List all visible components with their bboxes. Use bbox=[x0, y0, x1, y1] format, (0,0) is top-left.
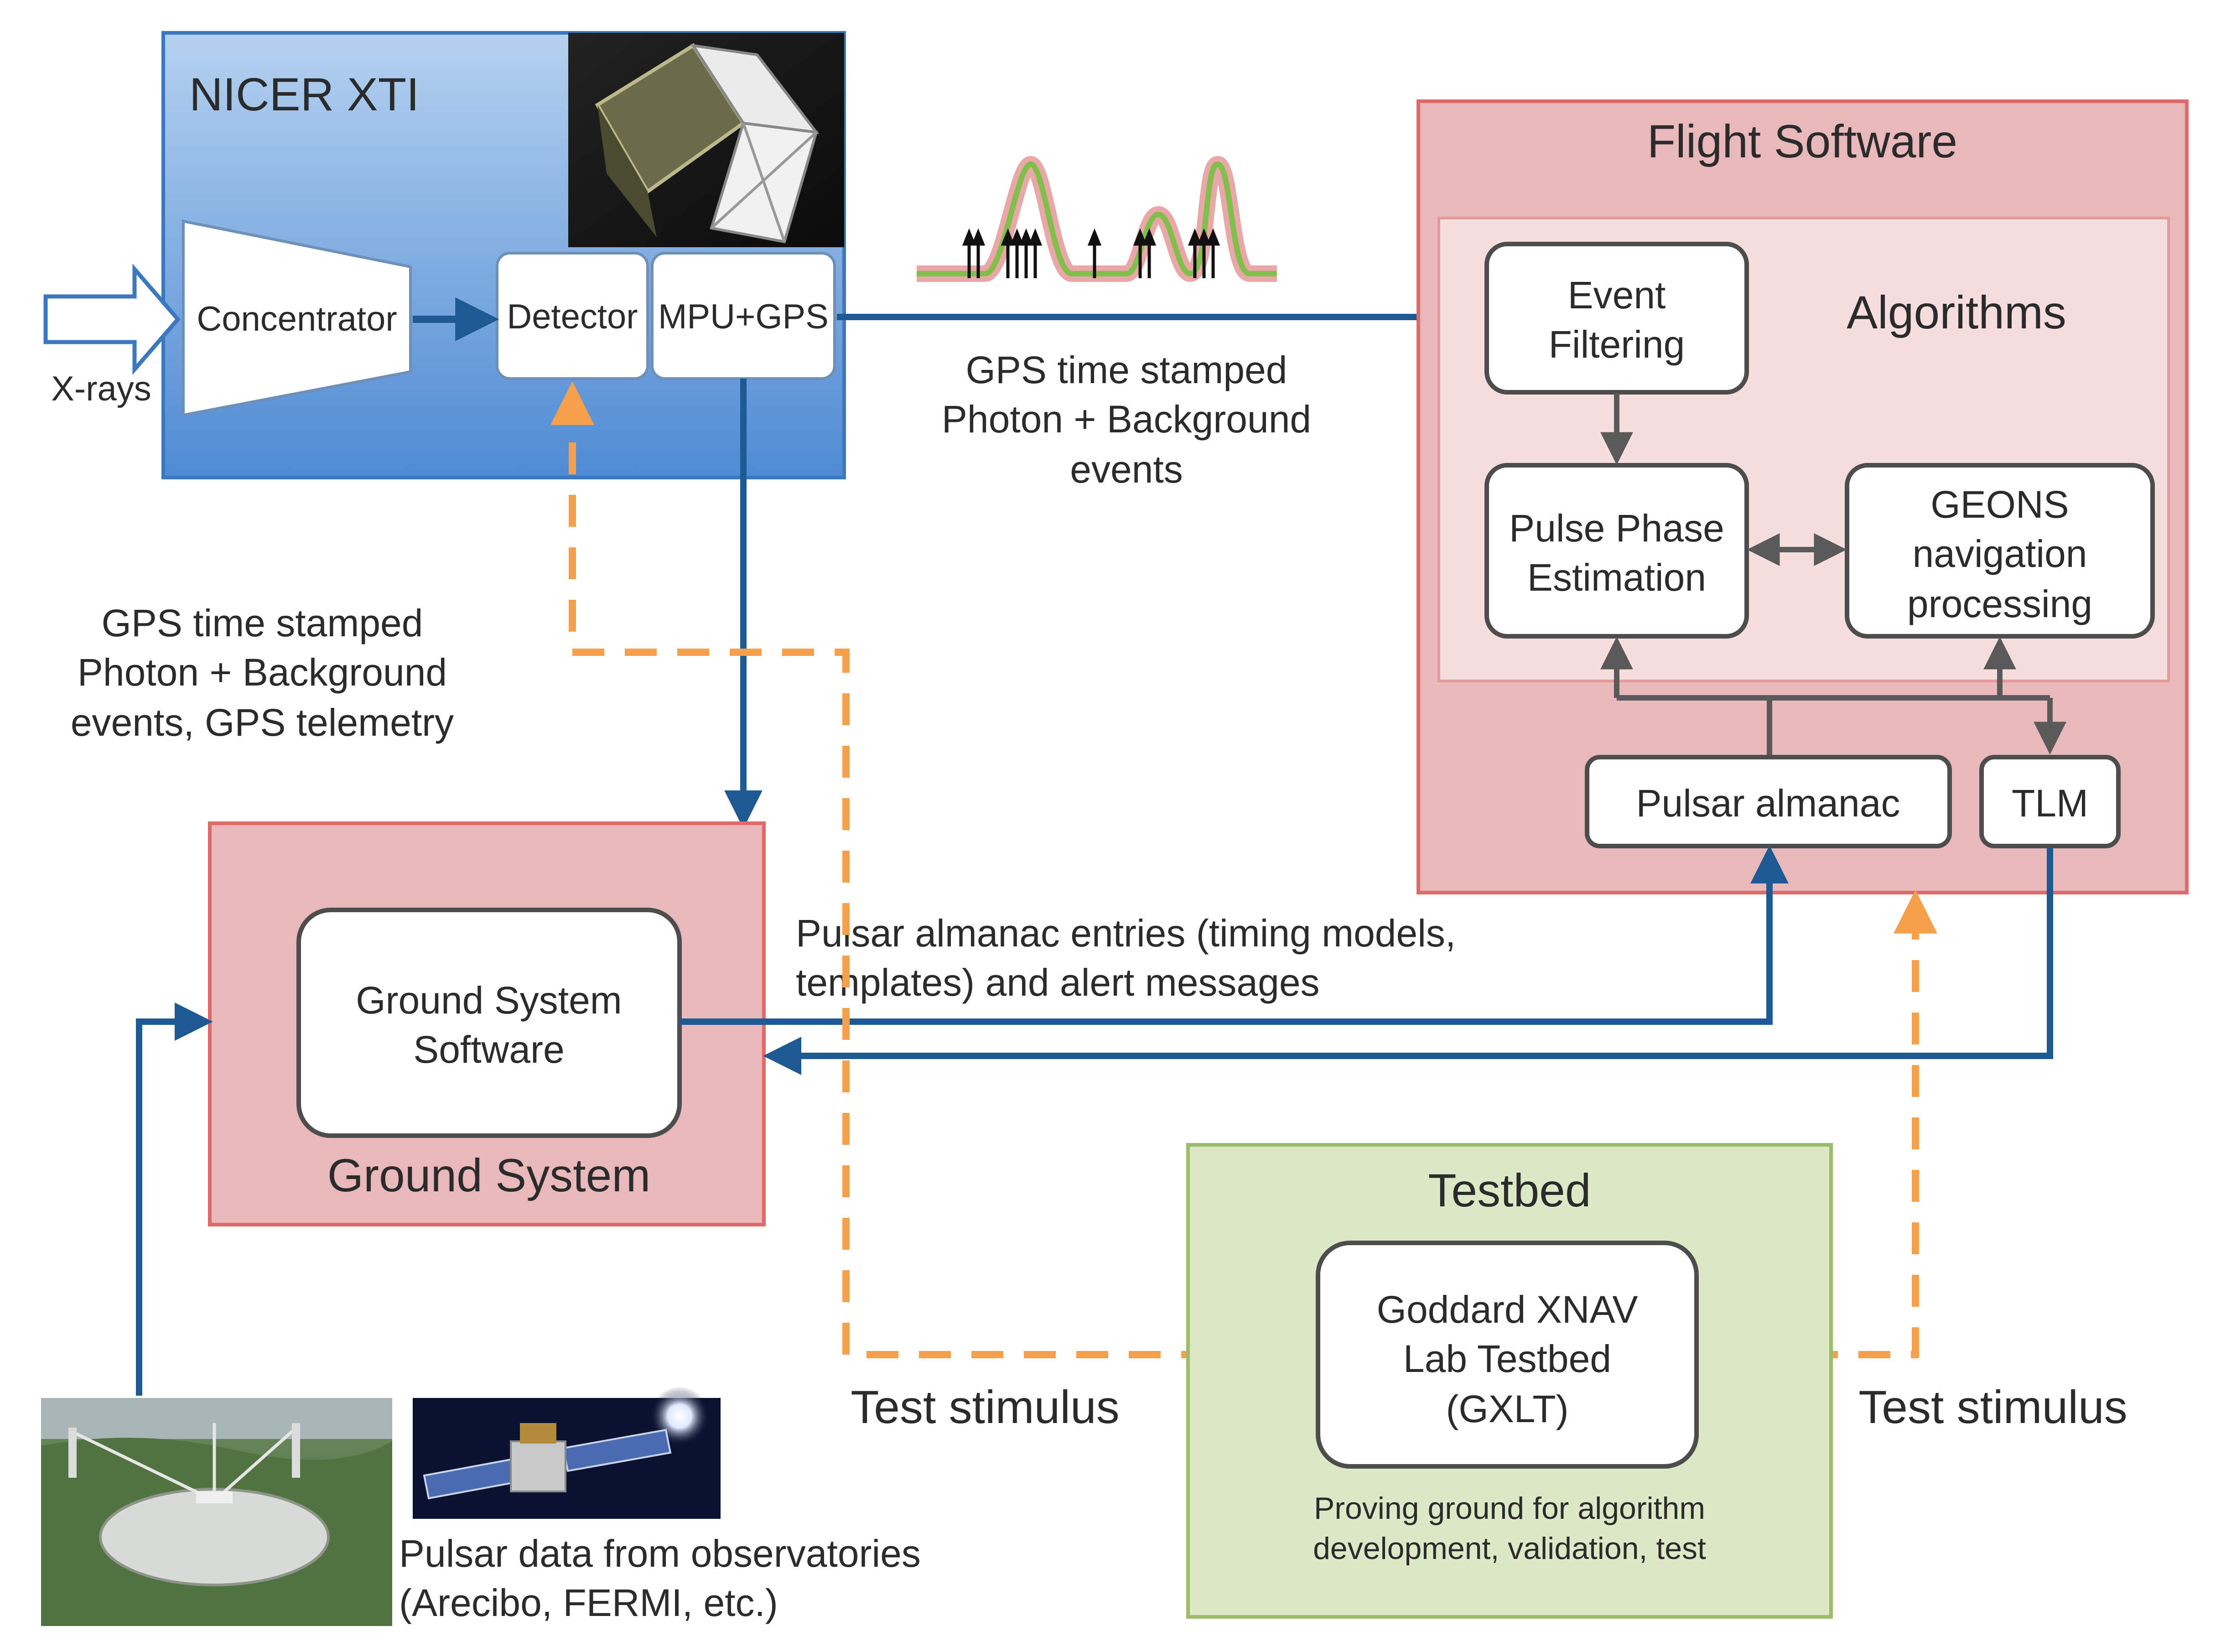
ground-downlink-label-line-1: GPS time stamped bbox=[102, 602, 423, 644]
pulse-phase-block: Pulse Phase Estimation bbox=[1484, 463, 1749, 639]
downlink-label-line-1: GPS time stamped bbox=[966, 348, 1287, 391]
flight-software-panel: Flight Software Algorithms Event Filteri… bbox=[1417, 99, 2189, 894]
testbed-caption-line-1: Proving ground for algorithm bbox=[1314, 1491, 1705, 1526]
observatories-caption-line-2: (Arecibo, FERMI, etc.) bbox=[399, 1581, 778, 1624]
fermi-satellite-image bbox=[413, 1387, 721, 1519]
pulse-phase-line-1: Pulse Phase bbox=[1509, 507, 1724, 550]
uplink-label-line-1: Pulsar almanac entries (timing models, bbox=[796, 912, 1456, 955]
detector-label: Detector bbox=[507, 297, 638, 336]
event-filtering-block: Event Filtering bbox=[1484, 242, 1749, 395]
gxlt-block: Goddard XNAV Lab Testbed (GXLT) bbox=[1316, 1241, 1699, 1469]
ground-system-panel: Ground System Software Ground System bbox=[208, 821, 766, 1226]
uplink-label-line-2: templates) and alert messages bbox=[796, 961, 1320, 1004]
ground-downlink-label: GPS time stamped Photon + Background eve… bbox=[71, 602, 454, 744]
event-filtering-line-2: Filtering bbox=[1549, 323, 1685, 366]
photon-pulse-icon bbox=[917, 156, 1277, 282]
algorithms-title: Algorithms bbox=[1847, 286, 2066, 338]
ground-software-line-1: Ground System bbox=[356, 979, 622, 1022]
downlink-label-line-3: events bbox=[1070, 448, 1183, 491]
event-filtering-line-1: Event bbox=[1568, 274, 1666, 317]
pulse-phase-line-2: Estimation bbox=[1527, 556, 1706, 599]
gxlt-line-1: Goddard XNAV bbox=[1377, 1288, 1638, 1331]
pulsar-almanac-block: Pulsar almanac bbox=[1585, 755, 1952, 848]
ground-software-line-2: Software bbox=[413, 1028, 565, 1071]
uplink-label: Pulsar almanac entries (timing models, t… bbox=[796, 912, 1456, 1004]
tlm-label: TLM bbox=[2012, 782, 2088, 825]
tlm-block: TLM bbox=[1979, 755, 2121, 848]
concentrator-label: Concentrator bbox=[197, 300, 397, 338]
geons-line-2: navigation bbox=[1913, 532, 2087, 575]
nicer-xti-panel: NICER XTI Concentrator Detector MPU+GPS bbox=[161, 31, 846, 479]
nicer-xti-title: NICER XTI bbox=[189, 68, 419, 120]
geons-line-3: processing bbox=[1907, 582, 2092, 625]
arecibo-observatory-image bbox=[41, 1398, 392, 1626]
downlink-label-line-2: Photon + Background bbox=[942, 398, 1311, 441]
pulsar-almanac-label: Pulsar almanac bbox=[1636, 782, 1900, 825]
testbed-title: Testbed bbox=[1428, 1164, 1591, 1216]
ground-downlink-label-line-3: events, GPS telemetry bbox=[71, 701, 454, 744]
downlink-label: GPS time stamped Photon + Background eve… bbox=[942, 348, 1311, 491]
ground-downlink-label-line-2: Photon + Background bbox=[78, 651, 447, 694]
observatories-to-ground-arrow bbox=[136, 1003, 213, 1396]
ground-to-almanac-uplink-arrow bbox=[680, 845, 1789, 1025]
geons-line-1: GEONS bbox=[1930, 483, 2069, 526]
gxlt-line-3: (GXLT) bbox=[1446, 1387, 1568, 1430]
tlm-to-ground-arrow bbox=[763, 847, 2053, 1075]
xrays-label: X-rays bbox=[51, 369, 151, 408]
ground-system-title: Ground System bbox=[327, 1149, 651, 1201]
testbed-caption-line-2: development, validation, test bbox=[1313, 1531, 1706, 1566]
test-stimulus-left-label: Test stimulus bbox=[851, 1381, 1120, 1433]
almanac-distribution-lines bbox=[1600, 636, 2066, 757]
mpu-gps-block: MPU+GPS bbox=[651, 252, 836, 380]
concentrator-block: Concentrator bbox=[182, 219, 412, 417]
geons-block: GEONS navigation processing bbox=[1845, 463, 2155, 639]
flight-software-title: Flight Software bbox=[1647, 115, 1957, 167]
observatories-caption: Pulsar data from observatories (Arecibo,… bbox=[399, 1532, 921, 1624]
mpu-gps-label: MPU+GPS bbox=[658, 297, 829, 336]
detector-block: Detector bbox=[496, 252, 649, 380]
observatories-caption-line-1: Pulsar data from observatories bbox=[399, 1532, 921, 1575]
testbed-panel: Testbed Goddard XNAV Lab Testbed (GXLT) … bbox=[1186, 1143, 1833, 1619]
nicer-satellite-image bbox=[568, 33, 844, 247]
test-stimulus-right-label: Test stimulus bbox=[1858, 1381, 2127, 1433]
xrays-input-arrow bbox=[43, 263, 181, 375]
ground-system-software-block: Ground System Software bbox=[296, 908, 682, 1138]
gxlt-line-2: Lab Testbed bbox=[1403, 1337, 1611, 1380]
